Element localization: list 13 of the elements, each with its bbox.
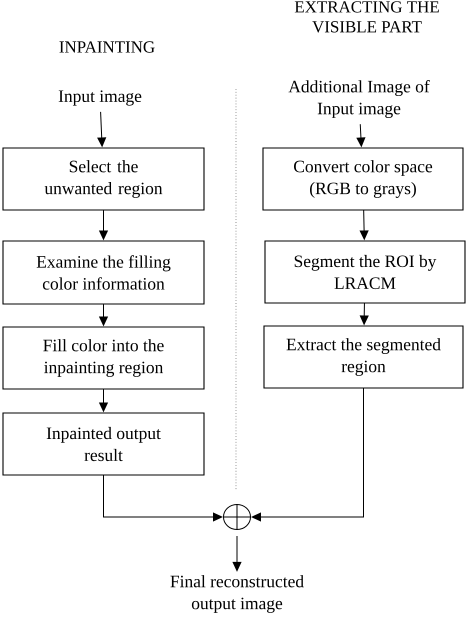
column-heading: INPAINTING: [59, 41, 155, 53]
process-box: Segment the ROI by LRACM: [264, 240, 466, 304]
process-box: Convert color space (RGB to grays): [262, 147, 464, 211]
input-text: Additional Image of Input image: [288, 80, 430, 118]
process-box: Extract the segmented region: [263, 325, 464, 389]
output-text: Final reconstructed output image: [170, 575, 304, 613]
process-box: Examine the filling color information: [2, 240, 205, 305]
process-box: Select the unwanted region: [2, 147, 205, 211]
process-box: Inpainted output result: [2, 412, 205, 476]
sum-junction: [222, 504, 252, 530]
column-heading: EXTRACTING THE VISIBLE PART: [294, 1, 439, 33]
input-text: Input image: [58, 90, 142, 106]
process-box: Fill color into the inpainting region: [2, 326, 205, 390]
